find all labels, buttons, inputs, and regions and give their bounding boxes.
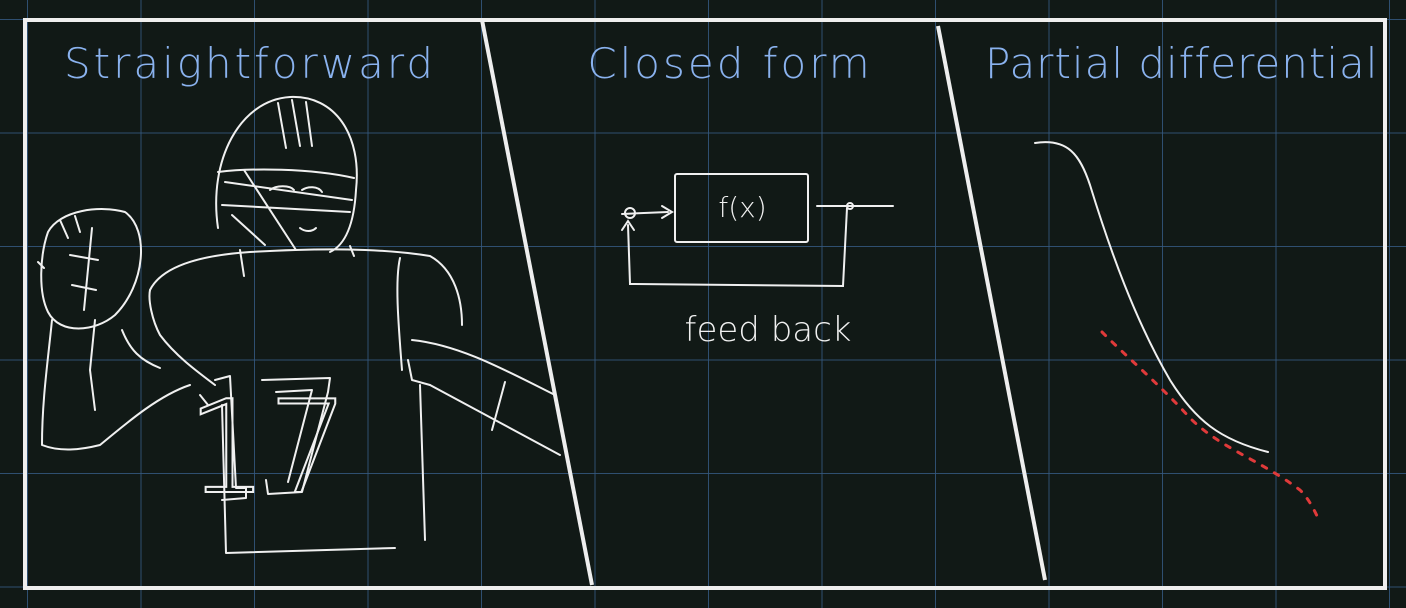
feedback-arrowhead [621,219,635,231]
summing-node [624,207,636,219]
input-arrow [621,211,669,215]
input-arrowhead [661,205,674,219]
feedback-label: feed back [684,310,852,350]
branch-point [846,202,854,210]
panel-title-partial-differential: Partial differential [985,39,1379,88]
function-block [674,173,809,243]
panel-title-straightforward: Straightforward [63,39,437,88]
block-label: f(x) [718,191,767,224]
quarterback-sketch [37,95,561,554]
red-dotted-curve [1100,330,1322,524]
divider-left [480,19,594,586]
outer-frame [23,18,1387,590]
divider-right [936,25,1047,581]
solution-curve [1034,141,1269,453]
feedback-loop-diagram [621,173,894,288]
panel-title-closed-form: Closed form [587,39,873,88]
jersey-number: 17 [187,374,350,523]
feedback-path [627,207,848,288]
